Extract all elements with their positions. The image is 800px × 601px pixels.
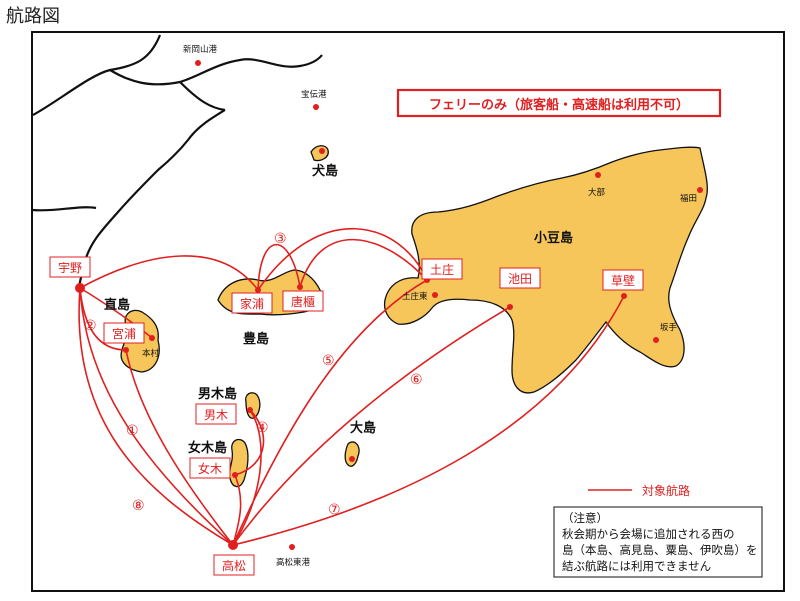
shodoshima-shape <box>383 146 708 394</box>
port-megi: 女木 <box>198 461 222 476</box>
port-obe: 大部 <box>588 187 606 198</box>
island-naoshima: 直島 <box>104 297 130 313</box>
route-1-path <box>79 287 234 546</box>
megijima-shape <box>228 438 249 488</box>
route-6-path <box>232 306 511 546</box>
port-shinokayama: 新岡山港 <box>183 44 218 55</box>
note-box: （注意） 秋会期から会場に追加される西の 島（本島、高見島、粟島、伊吹島）を 結… <box>553 506 763 578</box>
port-honmura: 本村 <box>142 348 160 359</box>
island-labels: 犬島 直島 豊島 男木島 女木島 大島 小豆島 <box>104 163 573 456</box>
route-4-path <box>234 409 265 476</box>
island-ogijima: 男木島 <box>198 386 237 402</box>
port-karato: 唐櫃 <box>291 294 315 309</box>
islands <box>120 145 708 488</box>
port-tonosho: 土庄 <box>430 262 454 277</box>
route-4b-path <box>232 409 262 546</box>
island-teshima: 豊島 <box>243 331 269 347</box>
oshima-shape <box>344 441 360 467</box>
port-miyaura: 宮浦 <box>112 326 136 341</box>
island-megijima: 女木島 <box>188 440 227 456</box>
route-7-path <box>232 295 625 546</box>
route-number-8: ⑧ <box>132 498 145 514</box>
route-8-path <box>78 287 234 546</box>
port-ikeda: 池田 <box>508 272 532 286</box>
legend-label: 対象航路 <box>642 483 690 498</box>
port-takamatsu: 高松 <box>222 558 246 573</box>
note-line-1: 秋会期から会場に追加される西の <box>562 527 735 541</box>
ferry-only-banner: フェリーのみ（旅客船・高速船は利用不可） <box>396 88 722 118</box>
route-3-path <box>257 243 301 291</box>
note-line-2: 島（本島、高見島、粟島、伊吹島）を <box>562 543 758 557</box>
island-shodoshima: 小豆島 <box>534 230 573 246</box>
legend: 対象航路 <box>588 483 690 498</box>
inujima-shape <box>310 145 329 162</box>
route-number-7: ⑦ <box>328 502 341 518</box>
route-number-3: ③ <box>274 231 287 247</box>
small-port-labels: 新岡山港 宝伝港 本村 土庄東 大部 福田 坂手 高松東港 <box>142 44 697 568</box>
route-5-path <box>232 279 428 546</box>
boxed-port-labels: 宇野 宮浦 家浦 唐櫃 男木 女木 土庄 池田 草壁 高松 <box>49 256 644 576</box>
ferry-routes <box>78 227 625 546</box>
route-karato-tonosho-path <box>299 238 428 288</box>
banner-text: フェリーのみ（旅客船・高速船は利用不可） <box>429 97 689 113</box>
route-uno-ieura-path <box>79 255 259 291</box>
note-line-3: 結ぶ航路には利用できません <box>562 559 711 573</box>
route-2b-path <box>79 287 153 339</box>
port-uno: 宇野 <box>58 261 82 275</box>
island-oshima: 大島 <box>350 420 376 436</box>
map-frame <box>31 31 785 592</box>
route-number-6: ⑥ <box>410 372 423 388</box>
page-title: 航路図 <box>6 6 60 27</box>
route-number-5: ⑤ <box>322 353 335 369</box>
route-megi-path <box>232 474 242 546</box>
route-number-4: ④ <box>256 420 269 436</box>
route-number-2: ② <box>84 318 97 334</box>
route-2-path <box>79 287 127 351</box>
route-number-labels: ① ② ③ ④ ⑤ ⑥ ⑦ ⑧ <box>84 231 423 518</box>
mainland-coastline <box>32 34 323 291</box>
port-markers <box>75 60 703 550</box>
route-1b-path <box>125 349 234 546</box>
port-fukuda: 福田 <box>680 193 697 204</box>
note-heading: （注意） <box>562 511 608 525</box>
port-ieura: 家浦 <box>240 296 264 311</box>
route-number-1: ① <box>126 423 139 439</box>
route-ieura-tonosho-path <box>257 227 428 291</box>
port-tonosho-higashi: 土庄東 <box>402 291 428 302</box>
port-takamatsu-higashi: 高松東港 <box>276 557 311 568</box>
port-ogi: 男木 <box>204 408 228 422</box>
port-sakate: 坂手 <box>660 322 678 333</box>
island-inujima: 犬島 <box>312 163 338 179</box>
port-hoden: 宝伝港 <box>301 89 327 100</box>
port-kusakabe: 草壁 <box>611 273 635 288</box>
